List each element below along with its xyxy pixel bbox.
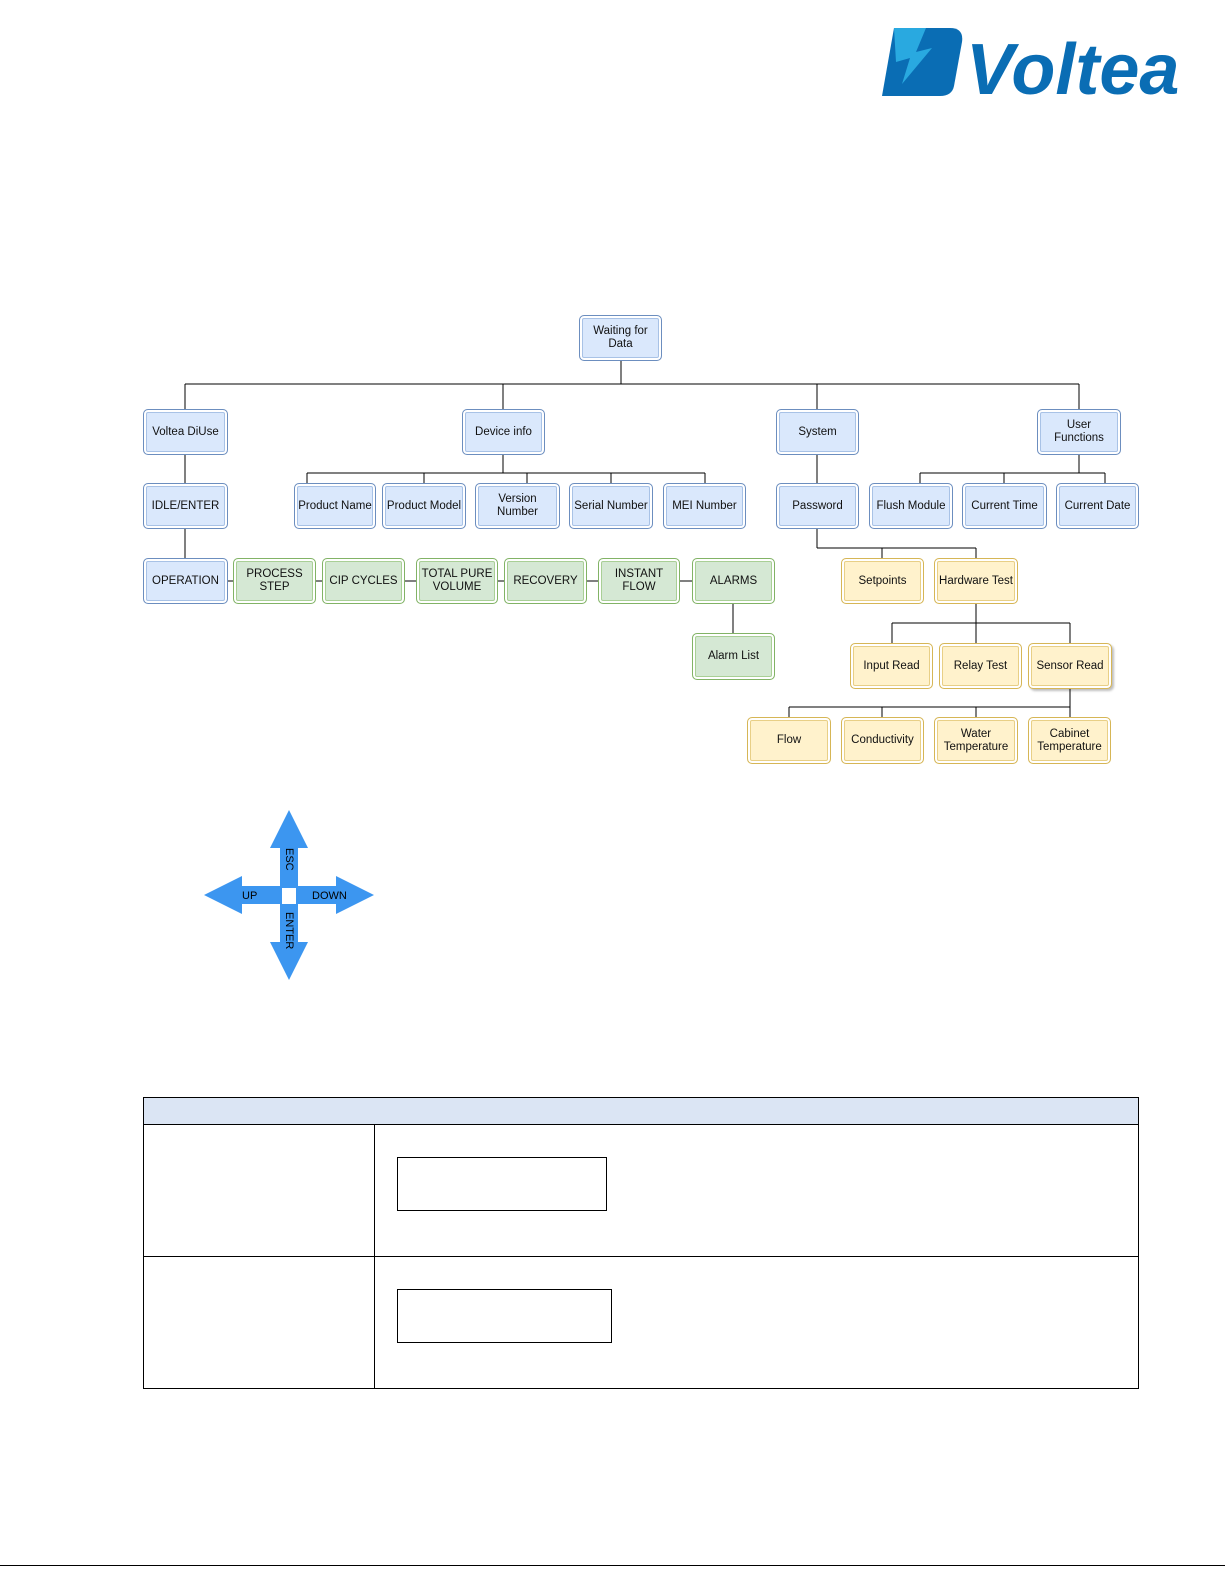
node-version-number: Version Number [475,483,560,529]
node-hardware-test: Hardware Test [934,558,1018,604]
node-alarms: ALARMS [692,558,775,604]
footer-divider [0,1565,1225,1566]
node-device-info: Device info [462,409,545,455]
arrow-left-icon [204,876,282,914]
arrow-up-icon [270,810,308,888]
display-table [143,1097,1139,1389]
nav-label-down: DOWN [312,890,347,902]
node-sensor-read: Sensor Read [1028,643,1112,689]
voltea-logo: Voltea [882,28,1179,102]
node-serial-number: Serial Number [569,483,653,529]
node-conductivity: Conductivity [841,717,924,764]
node-password: Password [776,483,859,529]
logo-bolt-icon [894,28,932,84]
node-voltea-diuse: Voltea DiUse [143,409,228,455]
node-system: System [776,409,859,455]
table-header [143,1097,1139,1125]
node-cip-cycles: CIP CYCLES [322,558,405,604]
nav-label-esc: ESC [283,848,295,871]
arrow-down-icon [270,904,308,980]
table-row [143,1256,1139,1389]
node-instant-flow: INSTANT FLOW [598,558,680,604]
node-total-pure-volume: TOTAL PURE VOLUME [416,558,498,604]
node-user-functions: User Functions [1037,409,1121,455]
display-box [397,1289,612,1343]
node-current-date: Current Date [1056,483,1139,529]
node-recovery: RECOVERY [504,558,587,604]
table-cell-display [374,1124,1139,1257]
node-water-temperature: Water Temperature [934,717,1018,764]
menu-tree-connectors [184,361,1106,717]
navigation-cross-icon: UP DOWN ESC ENTER [204,810,374,980]
node-cabinet-temperature: Cabinet Temperature [1028,717,1111,764]
node-mei-number: MEI Number [663,483,746,529]
node-process-step: PROCESS STEP [233,558,316,604]
table-cell-label [143,1124,375,1257]
node-flush-module: Flush Module [869,483,953,529]
arrow-right-icon [296,876,374,914]
node-operation: OPERATION [143,558,228,604]
node-product-model: Product Model [382,483,466,529]
display-box [397,1157,607,1211]
nav-label-enter: ENTER [283,912,295,949]
node-idle-enter: IDLE/ENTER [143,483,228,529]
node-alarm-list: Alarm List [692,633,775,680]
table-cell-display [374,1256,1139,1389]
node-flow: Flow [747,717,831,764]
table-row [143,1124,1139,1257]
logo-wordmark: Voltea [966,30,1179,102]
node-relay-test: Relay Test [939,643,1022,689]
node-setpoints: Setpoints [841,558,924,604]
nav-label-up: UP [242,890,257,902]
node-input-read: Input Read [850,643,933,689]
table-cell-label [143,1256,375,1389]
node-product-name: Product Name [294,483,376,529]
node-current-time: Current Time [962,483,1047,529]
node-waiting-for-data: Waiting for Data [579,315,662,361]
